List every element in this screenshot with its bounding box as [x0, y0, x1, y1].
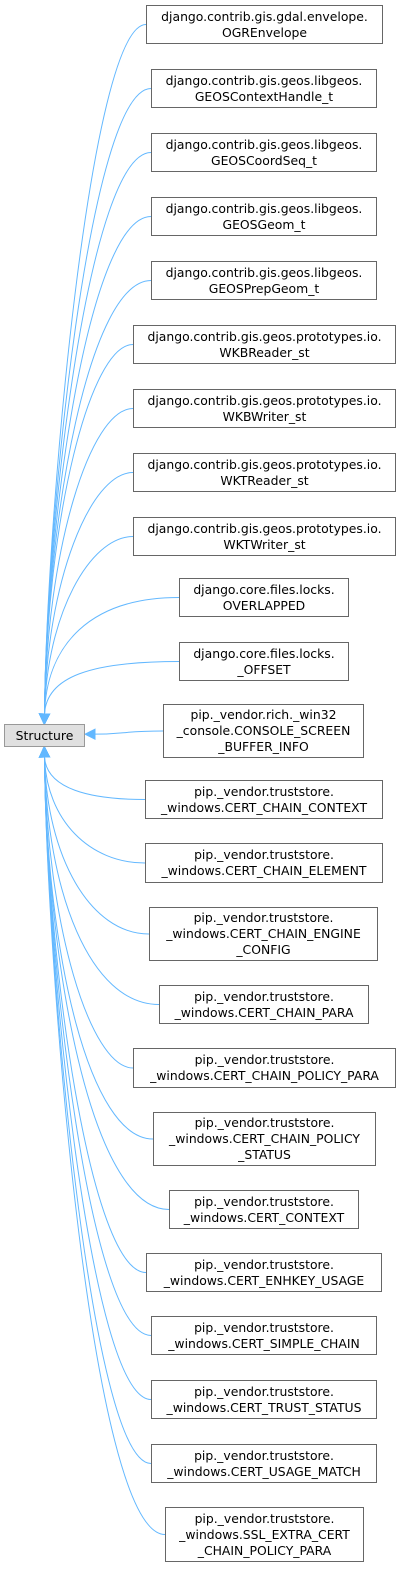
node-label-line: _windows.CERT_CHAIN_ELEMENT: [161, 863, 367, 878]
inheritance-edge: [44, 756, 146, 800]
node-label-line: _windows.CERT_USAGE_MATCH: [167, 1463, 361, 1479]
node-label-line: pip._vendor.truststore.: [194, 847, 334, 862]
edge-arrowhead: [38, 713, 51, 726]
node-label-line: django.contrib.gis.geos.prototypes.io.: [147, 520, 382, 536]
node-label-line: django.contrib.gis.gdal.envelope.: [161, 8, 368, 24]
node-label-line: pip._vendor.rich._win32: [190, 707, 337, 722]
node-label-line: _windows.CERT_CHAIN_PARA: [174, 1004, 354, 1020]
inheritance-edge: [44, 24, 147, 715]
node-child-0[interactable]: django.contrib.gis.gdal.envelope.OGREnve…: [146, 5, 383, 44]
node-label: Structure: [15, 727, 74, 743]
node-label-line: _windows.CERT_CHAIN_ENGINE: [166, 926, 361, 941]
node-label-line: django.contrib.gis.geos.libgeos.: [165, 200, 363, 216]
node-child-15[interactable]: pip._vendor.truststore._windows.CERT_CHA…: [159, 985, 369, 1024]
node-label-line: _windows.CERT_CONTEXT: [183, 1209, 345, 1225]
node-label-line: _BUFFER_INFO: [218, 739, 309, 754]
node-label-line: pip._vendor.truststore.: [194, 1115, 335, 1130]
edge-arrowhead: [83, 728, 96, 740]
node-child-17[interactable]: pip._vendor.truststore._windows.CERT_CHA…: [153, 1112, 376, 1166]
node-label-line: _CHAIN_POLICY_PARA: [197, 1542, 332, 1558]
node-label-line: WKBReader_st: [219, 344, 310, 360]
inheritance-edge: [44, 536, 134, 715]
node-label-line: django.contrib.gis.geos.libgeos.: [165, 72, 363, 88]
node-label-line: django.contrib.gis.geos.prototypes.io.: [147, 392, 382, 408]
node-label-line: _windows.CERT_ENHKEY_USAGE: [163, 1272, 365, 1288]
node-label-line: GEOSContextHandle_t: [194, 88, 334, 104]
node-label-line: pip._vendor.truststore.: [194, 1052, 335, 1067]
inheritance-edge: [44, 344, 134, 715]
node-label-line: WKTWriter_st: [223, 536, 306, 552]
node-label-line: GEOSCoordSeq_t: [210, 152, 317, 168]
node-label-line: pip._vendor.truststore.: [194, 1510, 335, 1526]
node-child-9[interactable]: django.core.files.locks.OVERLAPPED: [179, 578, 349, 617]
node-child-3[interactable]: django.contrib.gis.geos.libgeos.GEOSGeom…: [151, 197, 377, 236]
node-label-line: WKTReader_st: [220, 472, 309, 488]
node-label-line: pip._vendor.truststore.: [194, 1383, 334, 1399]
node-child-23[interactable]: pip._vendor.truststore._windows.SSL_EXTR…: [165, 1507, 364, 1562]
node-label-line: pip._vendor.truststore.: [194, 1319, 334, 1335]
node-child-4[interactable]: django.contrib.gis.geos.libgeos.GEOSPrep…: [151, 261, 377, 300]
node-label-line: WKBWriter_st: [222, 408, 307, 424]
node-child-21[interactable]: pip._vendor.truststore._windows.CERT_TRU…: [151, 1380, 377, 1419]
node-label-line: pip._vendor.truststore.: [194, 988, 334, 1004]
edge-arrowhead: [38, 745, 51, 758]
node-child-1[interactable]: django.contrib.gis.geos.libgeos.GEOSCont…: [151, 69, 377, 108]
node-child-18[interactable]: pip._vendor.truststore._windows.CERT_CON…: [169, 1190, 359, 1229]
node-label-line: django.contrib.gis.geos.prototypes.io.: [147, 456, 382, 472]
node-child-20[interactable]: pip._vendor.truststore._windows.CERT_SIM…: [151, 1316, 377, 1355]
node-label-line: _STATUS: [238, 1147, 291, 1162]
node-label-line: OVERLAPPED: [222, 597, 306, 613]
node-label-line: django.contrib.gis.geos.libgeos.: [165, 264, 363, 280]
node-label-line: django.contrib.gis.geos.libgeos.: [165, 136, 363, 152]
node-child-6[interactable]: django.contrib.gis.geos.prototypes.io.WK…: [133, 389, 396, 428]
node-label-line: django.contrib.gis.geos.prototypes.io.: [147, 328, 382, 344]
node-label-line: pip._vendor.truststore.: [194, 1447, 334, 1463]
inheritance-edge: [44, 597, 180, 715]
node-child-22[interactable]: pip._vendor.truststore._windows.CERT_USA…: [151, 1444, 377, 1483]
inheritance-edge: [44, 472, 134, 715]
node-child-14[interactable]: pip._vendor.truststore._windows.CERT_CHA…: [149, 907, 378, 961]
node-child-12[interactable]: pip._vendor.truststore._windows.CERT_CHA…: [145, 780, 383, 819]
inheritance-edge: [44, 661, 180, 715]
node-child-5[interactable]: django.contrib.gis.geos.prototypes.io.WK…: [133, 325, 396, 364]
node-label-line: _windows.CERT_TRUST_STATUS: [166, 1399, 362, 1415]
node-child-19[interactable]: pip._vendor.truststore._windows.CERT_ENH…: [146, 1253, 382, 1292]
node-child-2[interactable]: django.contrib.gis.geos.libgeos.GEOSCoor…: [151, 133, 377, 172]
node-label-line: _CONFIG: [236, 942, 291, 957]
inheritance-edge: [44, 756, 146, 864]
node-label-line: _windows.CERT_CHAIN_POLICY_PARA: [150, 1068, 379, 1083]
node-child-10[interactable]: django.core.files.locks._OFFSET: [179, 642, 349, 681]
inheritance-edge: [94, 730, 164, 735]
node-label-line: _windows.CERT_CHAIN_POLICY: [169, 1131, 360, 1146]
node-label-line: _windows.CERT_CHAIN_CONTEXT: [160, 799, 368, 815]
node-label-line: _windows.CERT_SIMPLE_CHAIN: [168, 1335, 360, 1351]
node-label-line: _windows.SSL_EXTRA_CERT: [179, 1526, 350, 1542]
inheritance-edge: [44, 756, 150, 935]
node-label-line: pip._vendor.truststore.: [193, 910, 334, 925]
node-label-line: _console.CONSOLE_SCREEN: [176, 723, 351, 738]
inheritance-edge: [44, 756, 160, 1005]
node-structure[interactable]: Structure: [4, 724, 85, 747]
node-label-line: pip._vendor.truststore.: [194, 1193, 334, 1209]
node-label-line: pip._vendor.truststore.: [194, 1256, 334, 1272]
node-child-8[interactable]: django.contrib.gis.geos.prototypes.io.WK…: [133, 517, 396, 556]
node-label-line: _OFFSET: [237, 661, 291, 677]
node-label-line: GEOSPrepGeom_t: [208, 280, 320, 296]
inheritance-edge: [44, 756, 166, 1535]
node-child-16[interactable]: pip._vendor.truststore._windows.CERT_CHA…: [133, 1048, 396, 1088]
node-label-line: pip._vendor.truststore.: [194, 783, 334, 799]
node-label-line: OGREnvelope: [221, 24, 308, 40]
inheritance-edge: [44, 756, 134, 1069]
node-child-13[interactable]: pip._vendor.truststore._windows.CERT_CHA…: [145, 843, 383, 883]
inheritance-edge: [44, 408, 134, 715]
node-label-line: GEOSGeom_t: [222, 216, 306, 232]
node-label-line: django.core.files.locks.: [193, 581, 335, 597]
node-child-11[interactable]: pip._vendor.rich._win32_console.CONSOLE_…: [163, 704, 364, 758]
node-label-line: django.core.files.locks.: [193, 645, 335, 661]
node-child-7[interactable]: django.contrib.gis.geos.prototypes.io.WK…: [133, 453, 396, 492]
inheritance-edge: [44, 756, 170, 1210]
